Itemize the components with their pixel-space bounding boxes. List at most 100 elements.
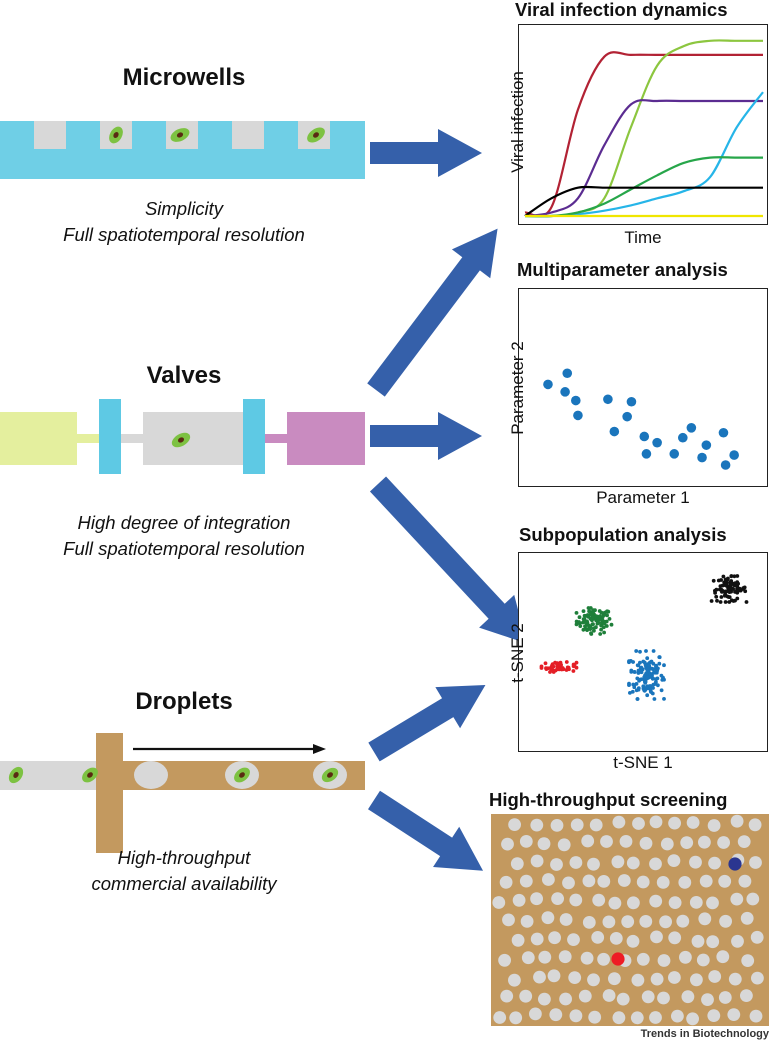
- cell: [307, 127, 325, 143]
- droplet: [689, 855, 702, 869]
- cluster-point: [548, 670, 552, 674]
- cluster-point: [628, 691, 632, 695]
- cluster-point: [578, 624, 583, 628]
- droplet: [569, 1009, 583, 1023]
- cluster-point: [643, 679, 648, 684]
- droplet: [657, 991, 670, 1005]
- subpop-chart: [539, 574, 749, 701]
- droplet: [741, 954, 755, 967]
- cluster-point: [564, 660, 569, 664]
- droplet: [668, 971, 681, 984]
- outlet-channel: [265, 434, 287, 443]
- cluster-point: [602, 630, 606, 635]
- droplet: [699, 874, 713, 888]
- cluster-point: [644, 649, 648, 653]
- cluster-point: [586, 606, 591, 610]
- multiparam-chart: [543, 368, 739, 470]
- droplet: [738, 874, 752, 888]
- droplet: [591, 931, 605, 944]
- microwells-diagram: [0, 121, 365, 179]
- cluster-point: [636, 671, 641, 675]
- cluster-point: [719, 595, 724, 599]
- screening-plate: [491, 814, 769, 1026]
- cluster-point: [572, 663, 577, 667]
- series-line-0: [524, 51, 763, 218]
- droplet: [519, 874, 533, 888]
- valves-description: High degree of integration Full spatiote…: [63, 512, 305, 559]
- droplet: [597, 875, 611, 888]
- droplet: [649, 815, 663, 829]
- inlet-reservoir: [0, 412, 77, 465]
- droplet: [639, 836, 653, 850]
- cluster-point: [715, 598, 719, 603]
- multiparam-panel-title: Multiparameter analysis: [517, 259, 728, 280]
- droplet: [649, 857, 662, 871]
- cluster-point: [652, 697, 657, 701]
- droplet: [728, 972, 742, 986]
- data-point: [678, 432, 688, 443]
- droplet: [562, 876, 575, 890]
- cluster-point: [719, 587, 724, 592]
- data-point: [652, 437, 662, 448]
- cluster-point: [609, 622, 614, 627]
- cluster-point: [647, 663, 651, 668]
- droplet: [550, 858, 563, 871]
- cluster-point: [659, 688, 664, 693]
- droplet: [718, 991, 732, 1004]
- droplet: [626, 856, 640, 870]
- droplet: [717, 836, 730, 849]
- data-point: [669, 449, 680, 459]
- viral-ylabel: Viral infection: [508, 71, 527, 173]
- cluster-point: [725, 589, 729, 594]
- droplet: [740, 911, 754, 925]
- droplet: [587, 857, 600, 871]
- droplet: [671, 1009, 684, 1023]
- droplet: [600, 835, 613, 848]
- screening-panel-title: High-throughput screening: [489, 789, 728, 810]
- data-point: [573, 410, 583, 421]
- data-point: [543, 379, 553, 390]
- cluster-point: [582, 620, 586, 624]
- droplet: [649, 894, 663, 908]
- droplet: [676, 914, 690, 928]
- droplet: [134, 761, 168, 789]
- droplet: [612, 1011, 626, 1025]
- droplet: [668, 896, 682, 909]
- viral-xlabel: Time: [624, 228, 662, 247]
- droplet: [587, 973, 600, 987]
- oil-cross-channel: [96, 733, 123, 853]
- droplet: [608, 972, 621, 986]
- viral-chart-frame: [518, 24, 768, 225]
- droplet: [749, 1009, 763, 1023]
- cluster-point: [634, 649, 639, 653]
- cluster-point: [596, 620, 601, 625]
- valves-diagram: [0, 399, 365, 474]
- cluster-point: [657, 655, 662, 659]
- droplet: [570, 818, 584, 832]
- droplet: [656, 876, 670, 889]
- cluster-point: [605, 609, 610, 614]
- valves-title: Valves: [146, 362, 222, 389]
- droplet: [538, 950, 552, 964]
- droplet: [550, 819, 564, 832]
- droplet: [529, 1007, 542, 1021]
- droplet: [551, 892, 564, 905]
- journal-credit: Trends in Biotechnology: [640, 1028, 769, 1040]
- cluster-point: [635, 697, 640, 701]
- cluster-point: [729, 574, 734, 579]
- cell: [8, 766, 24, 784]
- cluster-point: [651, 682, 656, 687]
- cluster-point: [724, 582, 729, 587]
- droplet: [706, 896, 719, 910]
- cluster-point: [599, 623, 603, 628]
- droplet: [520, 915, 534, 928]
- arrow-droplets-to-subpop: [368, 685, 486, 762]
- droplet: [547, 969, 561, 983]
- cluster-point: [631, 682, 636, 687]
- cell: [321, 767, 339, 783]
- droplet: [730, 892, 744, 906]
- cluster-point: [600, 618, 605, 623]
- droplet: [627, 896, 640, 910]
- droplet: [650, 972, 664, 986]
- droplet: [538, 992, 551, 1006]
